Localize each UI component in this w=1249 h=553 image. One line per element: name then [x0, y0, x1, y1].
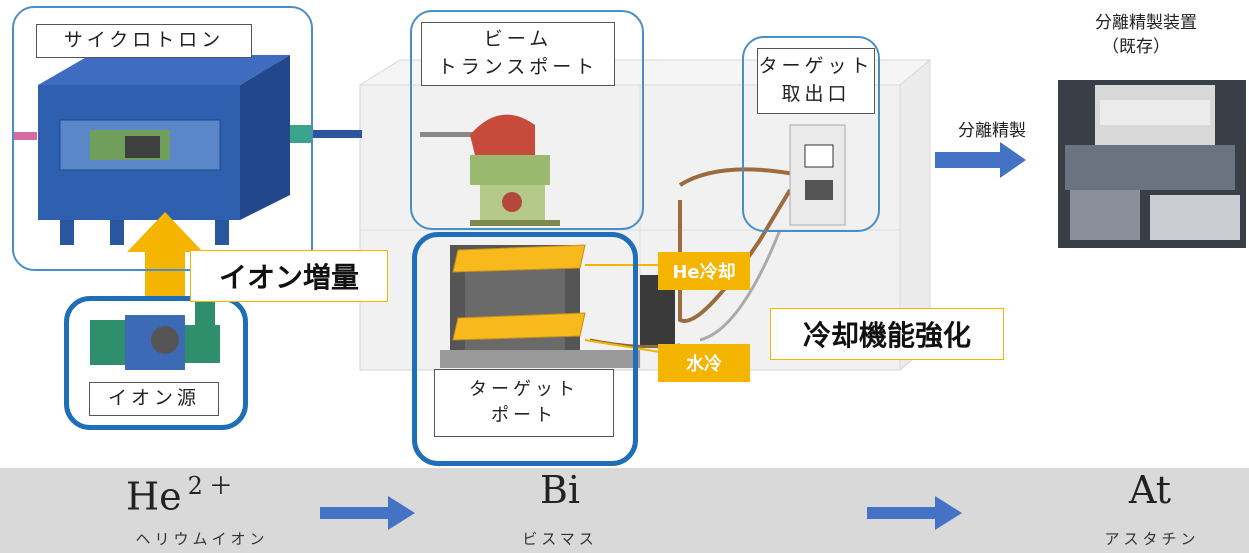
- beam-transport-magnet: [420, 114, 560, 226]
- product-name: アスタチン: [1104, 530, 1200, 548]
- cyclotron-label: サイクロトロン: [36, 24, 252, 58]
- target-symbol: Bi: [539, 468, 581, 512]
- separation-device-title: 分離精製装置: [1095, 13, 1197, 33]
- cyclotron-body: [12, 55, 362, 245]
- he-cooling-badge: He冷却: [658, 252, 750, 290]
- target-port-label: ターゲット ポート: [434, 369, 614, 437]
- ion-increase-arrow: [127, 212, 203, 300]
- cooling-enhancement-label: 冷却機能強化: [770, 308, 1004, 360]
- separation-arrow: [935, 142, 1026, 178]
- target-outlet-region: [742, 36, 880, 232]
- target-name: ビスマス: [522, 530, 598, 548]
- separation-process-label: 分離精製: [958, 121, 1026, 141]
- reaction-arrow-2: [867, 496, 962, 530]
- projectile-element: He: [126, 474, 182, 519]
- reaction-arrow-1: [320, 496, 415, 530]
- target-outlet-label: ターゲット 取出口: [757, 48, 875, 114]
- beam-transport-region: [410, 10, 644, 230]
- cooling-plates: [452, 244, 661, 353]
- projectile-charge: 2＋: [187, 472, 239, 500]
- cyclotron-region: [12, 6, 313, 271]
- projectile-name: ヘリウムイオン: [135, 530, 269, 548]
- ion-source-region: [64, 296, 248, 430]
- coolant-pipes: [678, 167, 801, 342]
- ion-source-machine: [90, 300, 220, 370]
- separation-device-note: （既存）: [1102, 37, 1170, 57]
- target-outlet-box: [789, 124, 846, 226]
- reaction-band: [0, 468, 1249, 553]
- beam-transport-label: ビーム トランスポート: [421, 22, 615, 86]
- separation-device-photo: [1058, 80, 1246, 248]
- ion-source-label: イオン源: [89, 382, 219, 416]
- ion-increase-label: イオン増量: [190, 250, 388, 302]
- product-symbol: At: [1128, 468, 1172, 512]
- target-port-region: [412, 232, 638, 466]
- water-cooling-badge: 水冷: [658, 344, 750, 382]
